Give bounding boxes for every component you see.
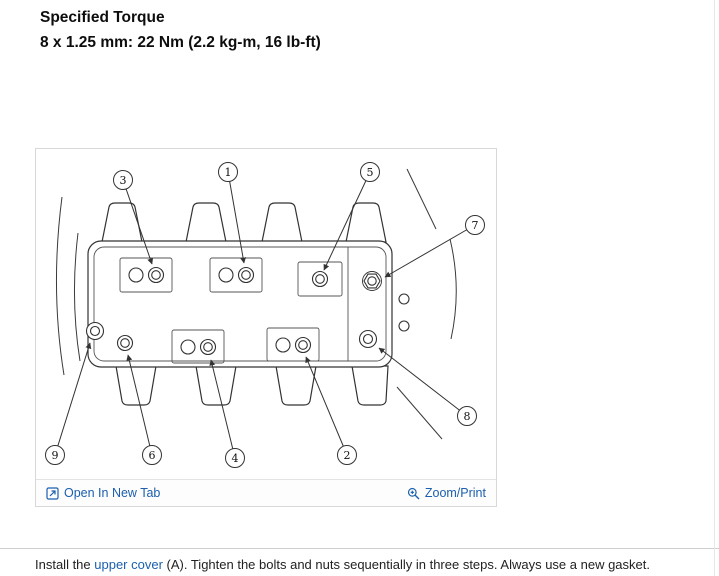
open-in-new-tab-icon — [46, 486, 59, 500]
callout-2: 2 — [344, 449, 351, 462]
callout-3: 3 — [120, 174, 127, 187]
zoom-print-button[interactable]: Zoom/Print — [407, 486, 486, 500]
callout-6: 6 — [149, 449, 156, 462]
bolt-9 — [85, 321, 105, 341]
bolt-3 — [147, 266, 165, 284]
callout-9: 9 — [52, 449, 59, 462]
upper-cover-link[interactable]: upper cover — [94, 557, 163, 572]
callout-4: 4 — [232, 452, 239, 465]
callout-5: 5 — [367, 166, 374, 179]
callout-8: 8 — [464, 410, 471, 423]
callout-7: 7 — [472, 219, 479, 232]
figure-panel: 1 2 3 4 5 6 7 8 9 Open In New Tab Zoom/P — [35, 148, 497, 507]
cover-details — [93, 246, 387, 364]
open-in-new-tab-button[interactable]: Open In New Tab — [46, 486, 160, 500]
bolt-5 — [311, 270, 329, 288]
callout-numbers: 1 2 3 4 5 6 7 8 9 — [52, 166, 479, 465]
bolt-holes — [85, 266, 410, 356]
torque-sequence-diagram: 1 2 3 4 5 6 7 8 9 — [36, 149, 496, 479]
page-title: Specified Torque — [40, 9, 165, 26]
instruction-after: (A). Tighten the bolts and nuts sequenti… — [162, 557, 650, 572]
instruction-text: Install the upper cover (A). Tighten the… — [35, 557, 650, 572]
bolt-6 — [116, 334, 134, 352]
header: Specified Torque 8 x 1.25 mm: 22 Nm (2.2… — [40, 9, 321, 52]
bolt-1 — [237, 266, 255, 284]
callout-arrows — [54, 171, 476, 459]
torque-spec: 8 x 1.25 mm: 22 Nm (2.2 kg-m, 16 lb-ft) — [40, 34, 321, 51]
magnifier-plus-icon — [407, 487, 420, 499]
engine-outline — [55, 168, 457, 440]
callouts — [45, 162, 485, 468]
page-right-edge — [714, 0, 715, 576]
figure-toolbar: Open In New Tab Zoom/Print — [36, 479, 496, 506]
hex-nut-7 — [362, 271, 382, 291]
instruction-before: Install the — [35, 557, 95, 572]
bolt-8 — [358, 329, 378, 349]
bolt-2 — [294, 336, 312, 354]
zoom-print-label: Zoom/Print — [424, 486, 486, 500]
divider — [0, 548, 719, 549]
bolt-4 — [199, 338, 217, 356]
callout-1: 1 — [225, 166, 232, 179]
valve-cover — [87, 202, 393, 406]
open-in-new-tab-label: Open In New Tab — [64, 486, 161, 500]
